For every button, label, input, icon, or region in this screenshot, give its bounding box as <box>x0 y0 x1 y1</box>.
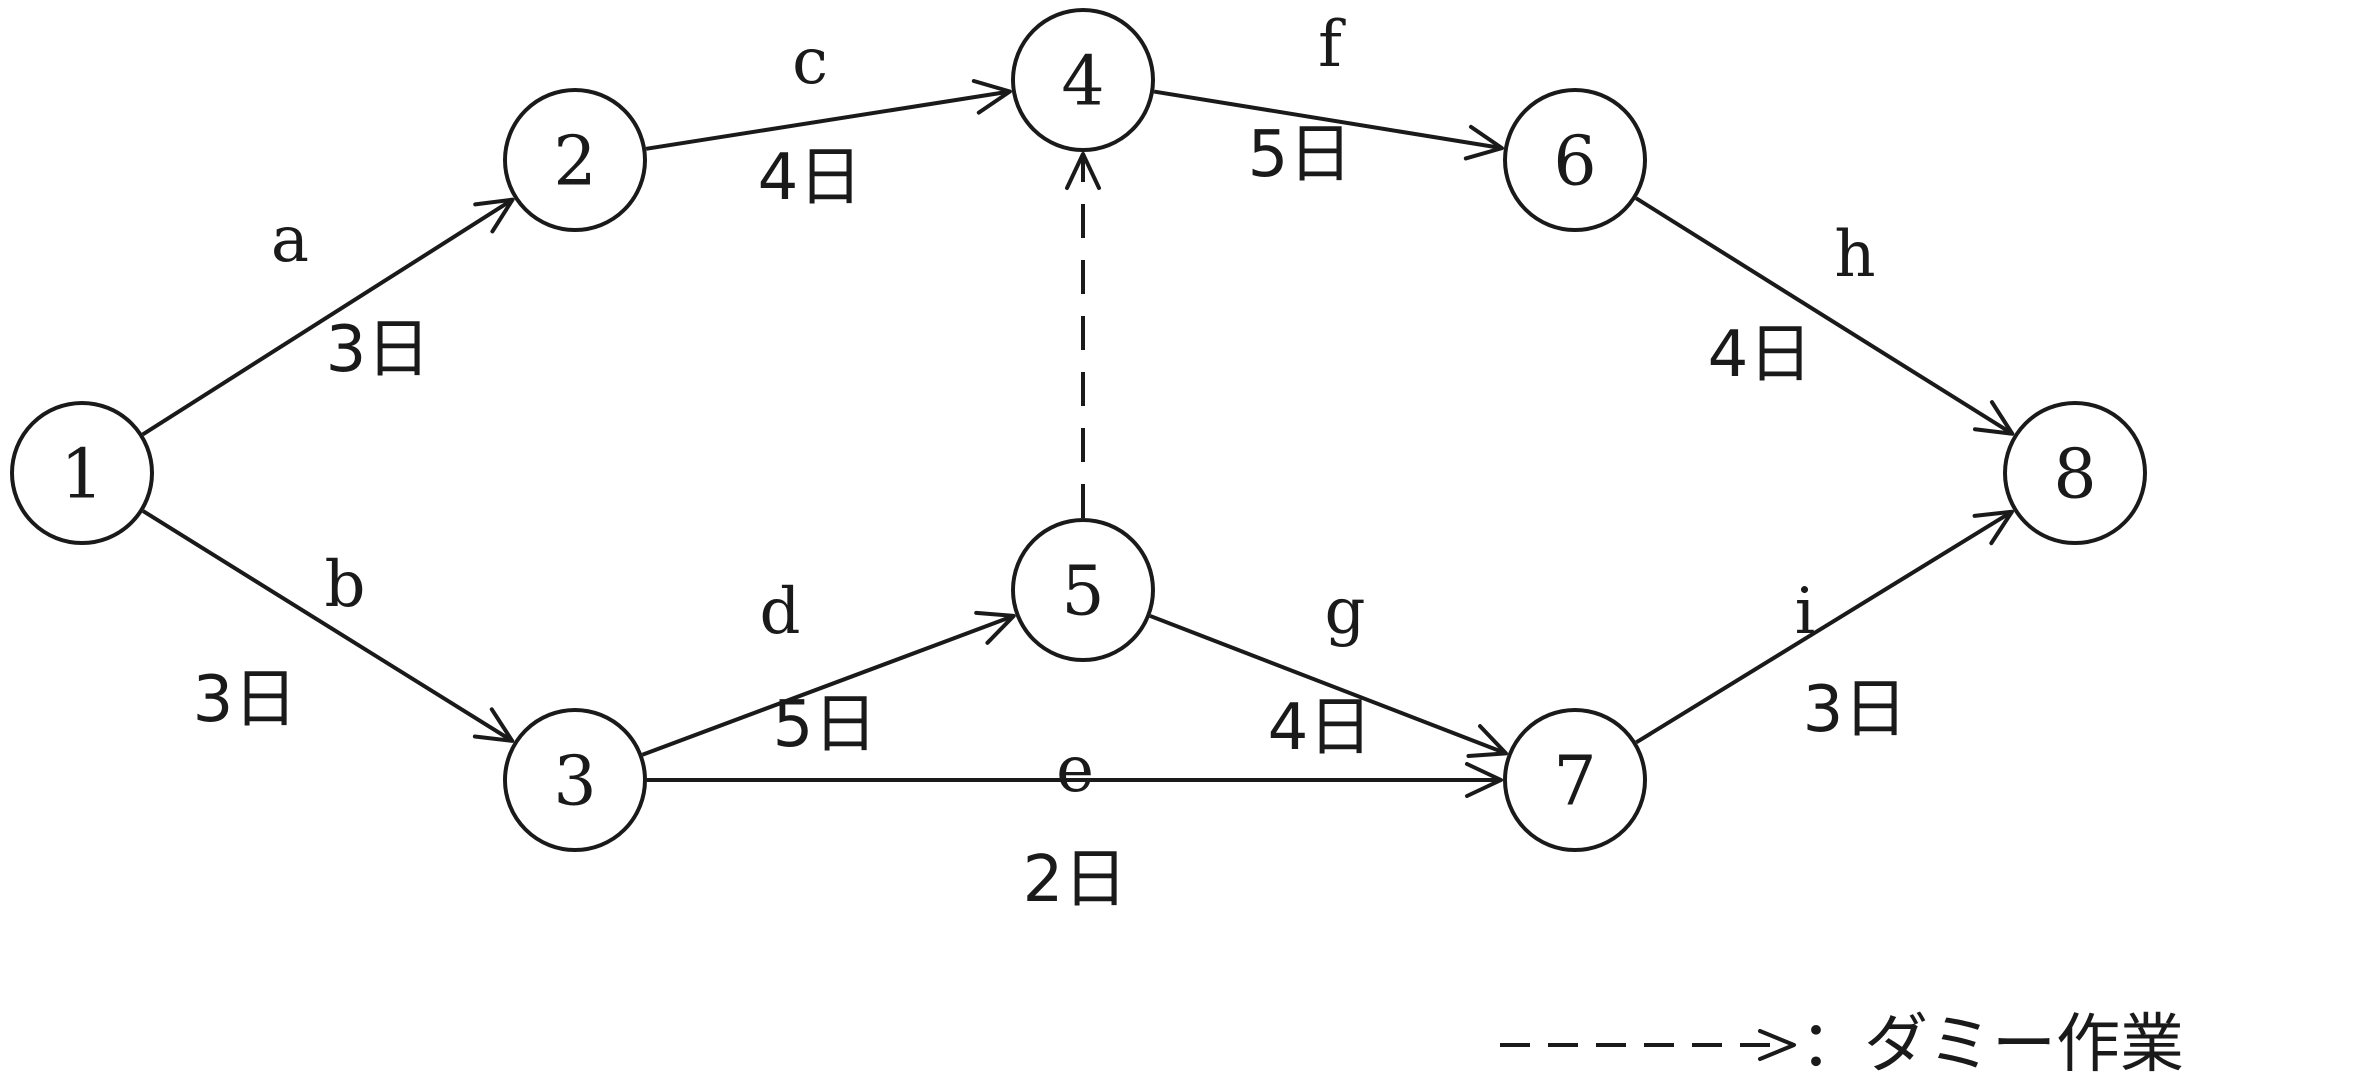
edge-g-name: g <box>1325 575 1366 649</box>
edge-e-arrow-head <box>1465 762 1503 798</box>
edge-i-arrow-head <box>1972 509 2014 546</box>
node-7-label: 7 <box>1553 743 1596 822</box>
node-4-circle <box>1011 8 1155 152</box>
legend-label: ：ダミー作業 <box>1800 1008 2184 1082</box>
edge-i-duration: 3日 <box>1803 673 1908 747</box>
nodes-layer: 1 2 3 4 5 6 7 8 <box>10 8 2147 852</box>
node-5-circle <box>1011 518 1155 662</box>
edge-b-line <box>142 509 514 743</box>
edge-f-duration: 5日 <box>1248 118 1353 192</box>
edge-c-duration: 4日 <box>758 141 863 215</box>
edge-f-line <box>1153 89 1503 151</box>
node-5-label: 5 <box>1061 553 1104 632</box>
edge-h-arrow-head <box>1972 400 2015 436</box>
node-2: 2 <box>503 88 647 232</box>
edge-c-arrow-head <box>971 78 1012 115</box>
edge-d-duration: 5日 <box>773 688 878 762</box>
edge-g-duration: 4日 <box>1268 691 1373 765</box>
legend: ：ダミー作業 <box>1500 1008 2184 1082</box>
node-2-label: 2 <box>553 123 596 202</box>
node-6-circle <box>1503 88 1647 232</box>
edge-c-name: c <box>792 25 828 99</box>
edge-a-line <box>141 197 514 437</box>
node-3-circle <box>503 708 647 852</box>
edge-f-arrow-head <box>1463 124 1504 161</box>
node-1: 1 <box>10 401 154 545</box>
legend-arrow-head <box>1758 1029 1796 1061</box>
edge-h-line <box>1634 196 2014 436</box>
edge-g-arrow-head <box>1466 724 1508 759</box>
node-7-circle <box>1503 708 1647 852</box>
edge-i-line <box>1635 510 2013 745</box>
edge-a-name: a <box>271 203 309 277</box>
edge-h-name: h <box>1834 218 1875 292</box>
edges-layer <box>141 78 2015 798</box>
edge-d-line <box>641 614 1015 757</box>
edge-a-arrow-head <box>473 197 515 234</box>
node-1-circle <box>10 401 154 545</box>
edge-d-arrow-head <box>974 610 1016 645</box>
edge-e-name: e <box>1056 733 1094 807</box>
node-2-circle <box>503 88 647 232</box>
node-6-label: 6 <box>1553 123 1596 202</box>
node-6: 6 <box>1503 88 1647 232</box>
edge-d-name: d <box>760 575 801 649</box>
node-1-label: 1 <box>60 436 103 515</box>
node-3: 3 <box>503 708 647 852</box>
edge-f-name: f <box>1318 8 1346 82</box>
node-8-label: 8 <box>2053 436 2096 515</box>
edge-b-duration: 3日 <box>193 663 298 737</box>
dummy-edge-5-4-arrow-head <box>1065 152 1101 190</box>
node-8: 8 <box>2003 401 2147 545</box>
node-5: 5 <box>1011 518 1155 662</box>
edge-h-duration: 4日 <box>1708 318 1813 392</box>
edge-g-line <box>1149 614 1507 756</box>
node-7: 7 <box>1503 708 1647 852</box>
node-4-label: 4 <box>1061 43 1104 122</box>
edge-i-name: i <box>1795 575 1815 649</box>
edge-b-name: b <box>325 548 366 622</box>
edge-b-arrow-head <box>472 707 515 743</box>
edge-a-duration: 3日 <box>326 313 431 387</box>
node-3-label: 3 <box>553 743 596 822</box>
edge-e-duration: 2日 <box>1023 843 1128 917</box>
node-8-circle <box>2003 401 2147 545</box>
node-4: 4 <box>1011 8 1155 152</box>
edge-c-line <box>645 89 1011 151</box>
